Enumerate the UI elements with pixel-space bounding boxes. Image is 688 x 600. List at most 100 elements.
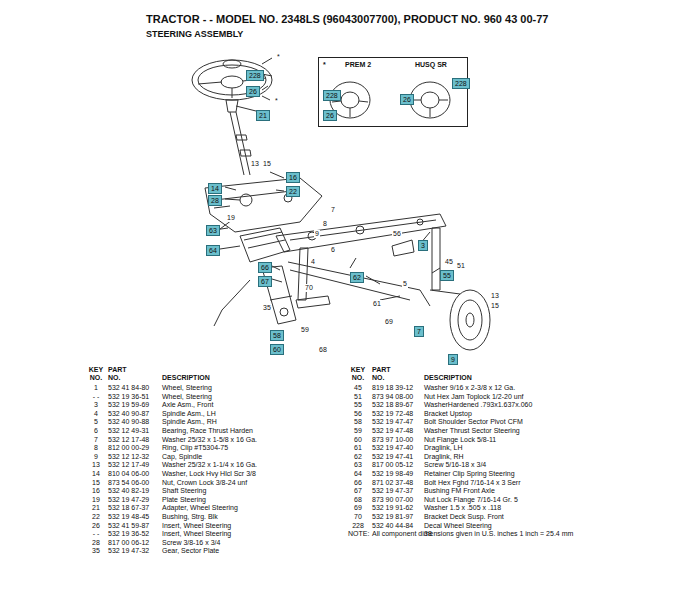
table-cell: Bushing FM Front Axle — [424, 487, 495, 495]
table-cell: 532 12 12-32 — [108, 453, 149, 461]
column-header: DESCRIPTION — [162, 374, 210, 382]
table-cell: 532 18 67-37 — [108, 504, 149, 512]
table-cell: Axle Asm., Front — [162, 401, 213, 409]
callout-number: * — [274, 97, 279, 105]
callout-number: 55 — [440, 270, 454, 281]
callout-number: 6 — [330, 246, 336, 254]
table-cell: 13 — [86, 461, 106, 469]
callout-number: 59 — [300, 326, 310, 334]
table-cell: Washer, Lock Hvy Hlcl Scr 3/8 — [162, 470, 256, 478]
callout-number: 61 — [372, 300, 382, 308]
subtitle: STEERING ASSEMBLY — [146, 29, 243, 40]
table-cell: 15 — [86, 479, 106, 487]
table-cell: 532 41 84-80 — [108, 384, 149, 392]
table-cell: 21 — [86, 504, 106, 512]
inset-heading: * — [323, 61, 326, 69]
table-cell: Adapter, Wheel Steering — [162, 504, 238, 512]
table-cell: 7 — [86, 436, 106, 444]
callout-number: 3 — [418, 240, 428, 251]
table-cell: Nut Flange Lock 5/8-11 — [424, 436, 496, 444]
table-cell: Bolt Hex Fghd 7/16-14 x 3 Serr — [424, 479, 521, 487]
table-cell: Washer 1.5 x .505 x .118 — [424, 504, 501, 512]
table-cell: Spindle Asm., LH — [162, 410, 216, 418]
table-cell: 532 19 59-69 — [108, 401, 149, 409]
table-cell: Nut Lock Flange 7/16-14 Gr. 5 — [424, 496, 518, 504]
table-cell: 64 — [348, 470, 368, 478]
table-cell: Draglink, RH — [424, 453, 464, 461]
column-header: PART NO. — [108, 366, 132, 382]
callout-number: 22 — [286, 186, 300, 197]
table-cell: 532 19 47-47 — [372, 418, 413, 426]
table-cell: 9 — [86, 453, 106, 461]
table-cell: Decal Wheel Steering — [424, 522, 492, 530]
table-cell: 532 18 89-67 — [372, 401, 413, 409]
callout-number: 16 — [286, 172, 300, 183]
table-cell: Bearing, Race Thrust Harden — [162, 427, 253, 435]
table-cell: Shaft Steering — [162, 487, 206, 495]
table-cell: Cap, Spindle — [162, 453, 202, 461]
table-cell: 873 90 07-00 — [372, 496, 413, 504]
table-cell: 532 12 49-31 — [108, 427, 149, 435]
table-cell: Screw 5/16-18 x 3/4 — [424, 461, 486, 469]
table-cell: 532 19 81-97 — [372, 513, 413, 521]
table-cell: 68 — [348, 496, 368, 504]
table-cell: 532 19 47-40 — [372, 444, 413, 452]
table-cell: 532 19 47-41 — [372, 453, 413, 461]
table-cell: 58 — [348, 418, 368, 426]
table-cell: 532 19 48-45 — [108, 513, 149, 521]
callout-number: 228 — [246, 70, 264, 81]
table-cell: 62 — [348, 453, 368, 461]
callout-number: 51 — [456, 262, 466, 270]
callout-number: 9 — [314, 230, 320, 238]
callout-number: 26 — [323, 110, 337, 121]
table-cell: 45 — [348, 384, 368, 392]
callout-number: 70 — [304, 284, 314, 292]
table-cell: Gear, Sector Plate — [162, 547, 219, 555]
callout-number: 56 — [392, 230, 402, 238]
table-cell: Plate Steering — [162, 496, 206, 504]
table-cell: 532 19 36-51 — [108, 393, 149, 401]
table-cell: 532 19 91-62 — [372, 504, 413, 512]
callout-number: 15 — [262, 160, 272, 168]
table-cell: Washer 25/32 x 1-5/8 x 16 Ga. — [162, 436, 257, 444]
table-cell: 871 02 37-48 — [372, 479, 413, 487]
table-cell: 532 40 82-19 — [108, 487, 149, 495]
table-cell: Insert, Wheel Steering — [162, 522, 231, 530]
table-cell: 61 — [348, 444, 368, 452]
table-cell: Nut Hex Jam Toplock 1/2-20 unf — [424, 393, 523, 401]
callout-number: 64 — [206, 245, 220, 256]
table-cell: 51 — [348, 393, 368, 401]
callout-number: 26 — [246, 86, 260, 97]
table-cell: 69 — [348, 504, 368, 512]
callout-number: 14 — [208, 183, 222, 194]
callout-number: 26 — [400, 94, 414, 105]
table-cell: 16 — [86, 487, 106, 495]
table-cell: 819 18 39-12 — [372, 384, 413, 392]
table-cell: 532 19 36-52 — [108, 530, 149, 538]
table-cell: 532 12 17-48 — [108, 436, 149, 444]
table-cell: 532 19 47-37 — [372, 487, 413, 495]
table-cell: Spindle Asm., RH — [162, 418, 217, 426]
table-cell: 4 — [86, 410, 106, 418]
callout-number: 45 — [444, 258, 454, 266]
callout-number: 28 — [208, 195, 222, 206]
callout-number: 68 — [318, 346, 328, 354]
callout-number: 67 — [258, 276, 272, 287]
table-cell: 532 12 17-49 — [108, 461, 149, 469]
callout-number: 63 — [206, 225, 220, 236]
table-cell: 817 00 06-12 — [108, 539, 149, 547]
callout-number: 7 — [330, 206, 336, 214]
table-cell: 38 — [424, 530, 432, 538]
table-cell: 55 — [348, 401, 368, 409]
table-cell: 532 40 90-88 — [108, 418, 149, 426]
table-cell: 812 00 00-29 — [108, 444, 149, 452]
table-cell: 3 — [86, 401, 106, 409]
page-title: TRACTOR - - MODEL NO. 2348LS (9604300770… — [146, 13, 548, 26]
table-cell: 60 — [348, 436, 368, 444]
table-cell: 532 19 98-49 — [372, 470, 413, 478]
table-cell: 22 — [86, 513, 106, 521]
table-cell: 532 41 59-87 — [108, 522, 149, 530]
column-header: KEY NO. — [86, 366, 106, 382]
callout-number: 35 — [262, 304, 272, 312]
